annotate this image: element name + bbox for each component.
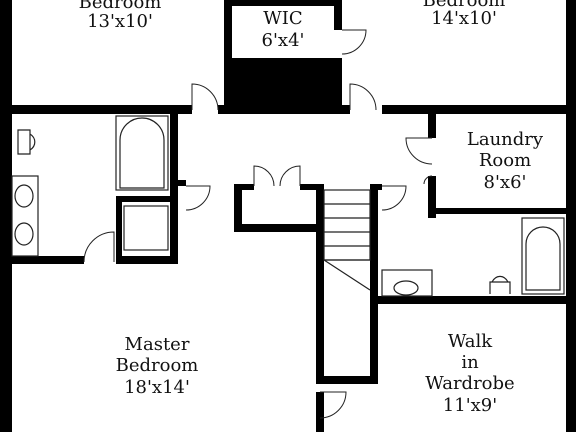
- bedroom2-size: 14'x10': [431, 8, 497, 29]
- laundry-name-2: Room: [479, 150, 531, 171]
- door-bath2: [381, 185, 407, 211]
- bathtub-2-basin: [525, 226, 561, 291]
- master-name-2: Bedroom: [116, 355, 199, 376]
- door-laundry: [405, 137, 433, 165]
- laundry-name: Laundry: [467, 129, 544, 150]
- laundry-size: 8'x6': [484, 172, 527, 193]
- wall-wic-left: [224, 0, 232, 114]
- wall-bath-bottom-right: [116, 256, 178, 264]
- sink-left: [14, 184, 34, 208]
- toilet-2: [489, 275, 511, 294]
- wall-closet-top-left: [234, 184, 254, 190]
- wardrobe-name: Walk: [448, 331, 493, 352]
- double-vanity: [11, 175, 39, 257]
- wall-wic-top: [232, 0, 334, 6]
- wall-stair-left: [316, 184, 324, 384]
- wall-closet-bottom: [234, 224, 316, 232]
- wall-bath-right: [170, 114, 178, 262]
- shower: [123, 205, 169, 251]
- door-closet-left: [253, 165, 275, 187]
- bedroom1-name: Bedroom: [79, 0, 162, 13]
- wall-wic-right-top: [334, 0, 342, 30]
- wall-wic-right-bottom: [334, 58, 342, 114]
- wall-shower-top: [116, 196, 178, 202]
- wall-closet-top-right: [300, 184, 324, 190]
- wall-shower-left: [116, 196, 122, 264]
- bathtub: [115, 115, 169, 191]
- sink-2: [393, 280, 419, 296]
- wall-laundry-left-bottom: [428, 176, 436, 214]
- bedroom2-name: Bedroom: [423, 0, 506, 11]
- wic-name: WIC: [263, 8, 302, 29]
- sink-right: [14, 222, 34, 246]
- wall-closet-left: [234, 184, 242, 230]
- wall-bath-bottom-left: [12, 256, 84, 264]
- wall-bedroom2-bottom: [382, 105, 566, 114]
- door-closet-right: [279, 165, 301, 187]
- door-bath-hall: [185, 185, 211, 211]
- door-laundry-lower: [423, 175, 433, 185]
- wall-master-right-bottom: [316, 392, 324, 432]
- wall-stair-bottom: [316, 376, 378, 384]
- door-bath-master: [83, 231, 115, 263]
- wic-size: 6'x4': [262, 30, 305, 51]
- wardrobe-size: 11'x9': [443, 395, 497, 416]
- wall-bedroom1-bottom-left: [0, 105, 192, 114]
- master-size: 18'x14': [124, 377, 190, 398]
- wardrobe-name-3: Wardrobe: [425, 373, 514, 394]
- wall-bedroom2-bottom-stub: [342, 105, 350, 114]
- outer-wall-right: [566, 0, 576, 432]
- wall-bath2-stub: [428, 214, 436, 218]
- door-wic: [341, 29, 367, 55]
- doors: [83, 29, 433, 419]
- bathtub-basin: [119, 117, 165, 189]
- door-bedroom1: [191, 83, 219, 111]
- door-bedroom2: [349, 83, 377, 111]
- master-name: Master: [125, 334, 190, 355]
- stair-landing: [323, 259, 371, 291]
- wall-laundry-bottom: [428, 208, 566, 214]
- bedroom1-size: 13'x10': [87, 11, 153, 32]
- room-labels: Bedroom 13'x10' WIC 6'x4' Bedroom 14'x10…: [79, 0, 544, 416]
- wall-hall-stub-left: [178, 180, 186, 186]
- door-master: [319, 391, 347, 419]
- wardrobe-name-2: in: [461, 352, 479, 373]
- outer-wall-left: [0, 0, 12, 432]
- wall-stair-right: [370, 184, 378, 384]
- wall-laundry-left-top: [428, 114, 436, 138]
- stairs: [323, 189, 371, 291]
- bathtub-2: [521, 217, 565, 295]
- wic-shelving: [232, 58, 334, 114]
- wall-bath2-bottom: [378, 296, 566, 304]
- wall-stair-top-stub: [370, 184, 382, 190]
- wall-bedroom1-bottom-stub: [218, 105, 224, 114]
- fixtures: [11, 115, 565, 297]
- toilet: [17, 129, 36, 155]
- vanity-2: [381, 269, 433, 297]
